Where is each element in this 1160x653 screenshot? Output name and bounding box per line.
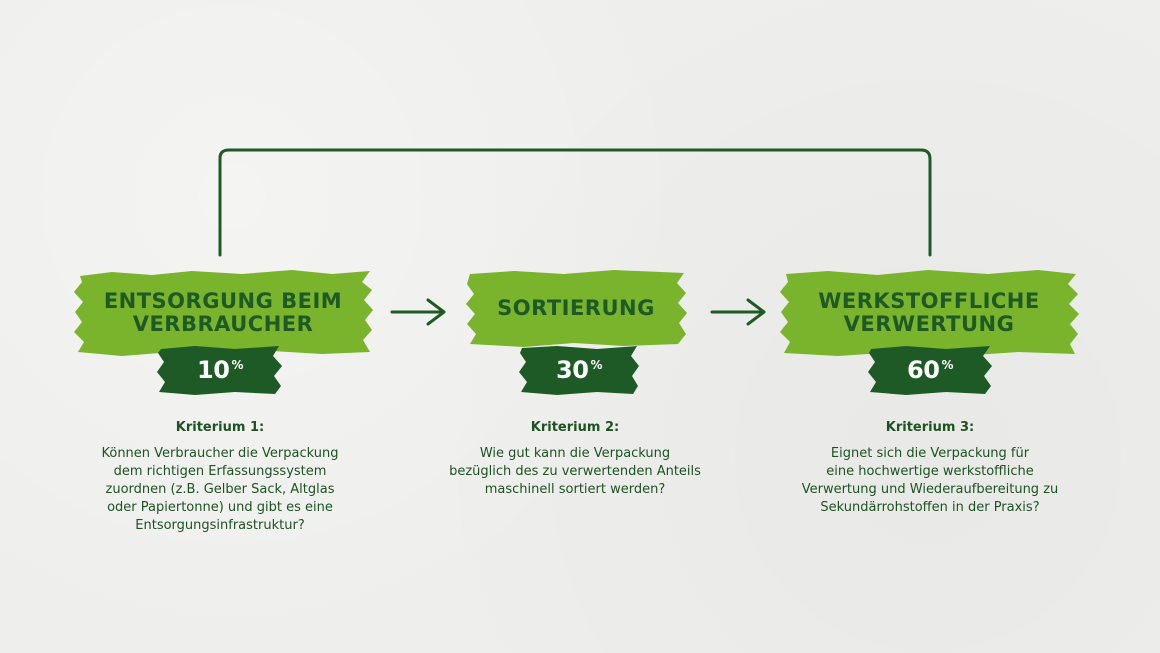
step-title: Sortierung <box>497 295 655 320</box>
percent-symbol: % <box>231 358 243 372</box>
criterion-text: Eignet sich die Verpackung für eine hoch… <box>801 446 1059 515</box>
step-title: Entsorgung beim Verbraucher <box>103 289 343 336</box>
arrow-right-icon <box>390 298 446 326</box>
brush-stroke-percent-bg <box>157 346 282 395</box>
percent-badge: 10% <box>155 344 285 396</box>
brush-stroke-title-bg <box>780 270 1079 356</box>
percent-badge: 30% <box>517 344 641 396</box>
brush-stroke-percent-bg <box>519 346 639 395</box>
brush-stroke-percent-bg <box>868 346 992 395</box>
percent-symbol: % <box>941 358 953 372</box>
percent-value: 10 <box>197 356 230 384</box>
step-entsorgung: Entsorgung beim Verbraucher <box>72 268 374 358</box>
step-sortierung: Sortierung <box>464 268 688 348</box>
brush-stroke-title-bg <box>74 270 373 356</box>
step-title: Werkstoffliche Verwertung <box>818 289 1040 336</box>
brush-stroke-title-bg <box>466 270 687 347</box>
criterion-2: Kriterium 2: Wie gut kann die Verpackung… <box>425 419 725 499</box>
step-werkstoffliche-verwertung: Werkstoffliche Verwertung <box>778 268 1080 358</box>
criterion-3: Kriterium 3: Eignet sich die Verpackung … <box>760 419 1100 517</box>
criterion-title: Kriterium 3: <box>885 420 975 435</box>
criterion-1: Kriterium 1: Können Verbraucher die Verp… <box>70 419 370 535</box>
percent-value: 30 <box>556 356 589 384</box>
arrow-right-icon <box>710 298 766 326</box>
criterion-text: Können Verbraucher die Verpackung dem ri… <box>101 446 339 533</box>
criterion-text: Wie gut kann die Verpackung bezüglich de… <box>449 446 701 497</box>
criterion-title: Kriterium 2: <box>530 420 620 435</box>
loop-connector-line <box>218 148 932 257</box>
percent-badge: 60% <box>866 344 994 396</box>
percent-symbol: % <box>590 358 602 372</box>
percent-value: 60 <box>907 356 940 384</box>
criterion-title: Kriterium 1: <box>175 420 265 435</box>
